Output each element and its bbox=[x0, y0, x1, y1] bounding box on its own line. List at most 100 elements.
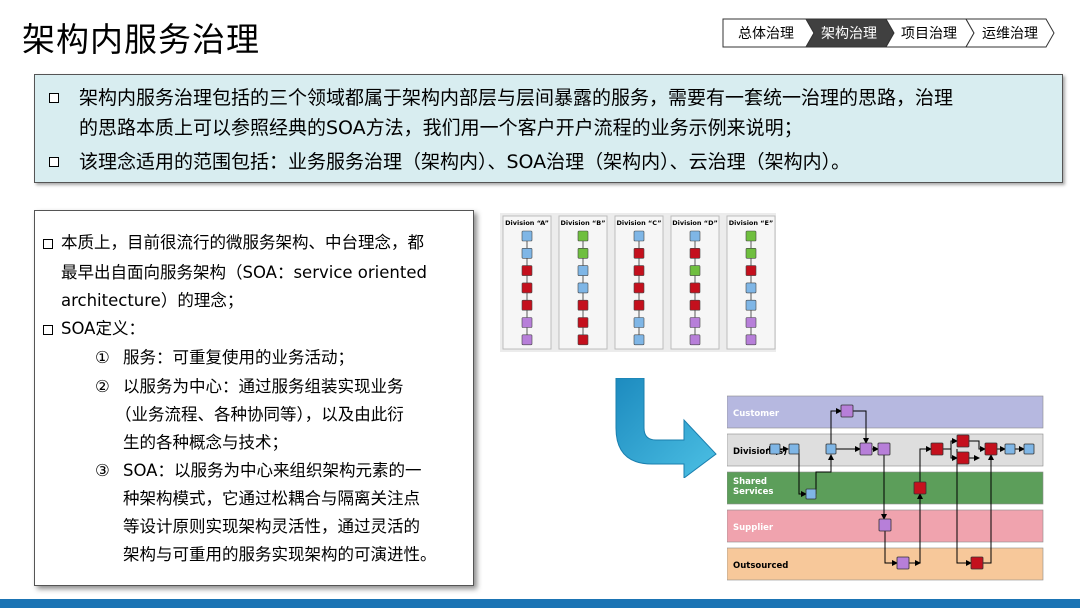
service-node bbox=[930, 442, 944, 456]
service-block bbox=[577, 265, 589, 276]
service-block bbox=[689, 247, 701, 259]
service-block bbox=[521, 282, 533, 294]
service-block bbox=[577, 334, 589, 346]
service-block bbox=[689, 334, 701, 346]
swimlane-label: Outsourced bbox=[733, 561, 788, 571]
service-block bbox=[633, 282, 645, 294]
definition-text: 最早出自面向服务架构（SOA：service oriented bbox=[61, 263, 427, 282]
page-title: 架构内服务治理 bbox=[22, 20, 260, 59]
breadcrumb: 总体治理 架构治理 项目治理 运维治理 bbox=[722, 18, 1055, 48]
division-label: Division “E” bbox=[729, 219, 774, 227]
service-block bbox=[745, 230, 757, 242]
square-bullet-icon bbox=[49, 157, 59, 167]
service-block bbox=[745, 317, 757, 328]
breadcrumb-label-ops: 运维治理 bbox=[982, 26, 1038, 42]
division-column: Division “C” bbox=[614, 215, 664, 350]
service-node bbox=[878, 518, 892, 532]
service-block bbox=[633, 265, 645, 276]
definition-item: SOA：以服务为中心来组织架构元素的一 bbox=[123, 461, 422, 480]
definition-item: 以服务为中心：通过服务组装实现业务 bbox=[123, 377, 404, 396]
transform-arrow-icon bbox=[615, 378, 717, 478]
divisions-diagram: Division “A” Division “B” Division “C” Divi… bbox=[500, 213, 776, 352]
service-block bbox=[633, 317, 645, 328]
item-number: ① bbox=[95, 348, 110, 367]
service-block bbox=[689, 282, 701, 294]
division-column: Division “E” bbox=[726, 215, 776, 350]
service-node bbox=[1023, 443, 1035, 455]
flow-connector bbox=[956, 449, 972, 566]
service-block bbox=[689, 299, 701, 311]
definition-item: 服务：可重复使用的业务活动； bbox=[123, 348, 354, 367]
service-block bbox=[577, 317, 589, 328]
service-block bbox=[745, 282, 757, 294]
division-label: Division “D” bbox=[672, 219, 717, 227]
breadcrumb-label-project: 项目治理 bbox=[901, 26, 957, 42]
division-column: Division “A” bbox=[502, 215, 552, 350]
swimlane-label: Division (s) bbox=[733, 447, 787, 457]
division-label: Division “B” bbox=[560, 219, 605, 227]
breadcrumb-item-architecture[interactable]: 架构治理 bbox=[805, 18, 895, 48]
service-block bbox=[633, 230, 645, 242]
service-node bbox=[956, 434, 970, 448]
flow-connector bbox=[798, 449, 807, 497]
service-block bbox=[689, 317, 701, 328]
service-node bbox=[984, 442, 998, 456]
service-node bbox=[877, 442, 891, 456]
service-block bbox=[633, 334, 645, 346]
intro-box: 架构内服务治理包括的三个领域都属于架构内部层与层间暴露的服务，需要有一套统一治理… bbox=[34, 74, 1063, 183]
swimlane-label: Services bbox=[733, 487, 773, 497]
definition-item: 架构与可重用的服务实现架构的可演进性。 bbox=[123, 545, 437, 564]
flow-connector bbox=[884, 531, 898, 566]
square-bullet-icon bbox=[43, 325, 53, 335]
service-block bbox=[689, 230, 701, 242]
footer-bar bbox=[0, 599, 1080, 608]
definition-item: 种架构模式，它通过松耦合与隔离关注点 bbox=[123, 489, 420, 508]
definition-item: （业务流程、各种协同等），以及由此衍 bbox=[115, 405, 404, 424]
service-block bbox=[633, 247, 645, 259]
service-node bbox=[788, 443, 800, 455]
flow-connector bbox=[969, 440, 986, 452]
intro-text-line: 的思路本质上可以参照经典的SOA方法，我们用一个客户开户流程的业务示例来说明； bbox=[79, 117, 803, 139]
service-block bbox=[577, 247, 589, 259]
service-node bbox=[825, 443, 837, 455]
breadcrumb-label-overall: 总体治理 bbox=[738, 26, 794, 42]
square-bullet-icon bbox=[43, 239, 53, 249]
division-column: Division “D” bbox=[670, 215, 720, 350]
flow-connector bbox=[853, 410, 869, 444]
flow-connector bbox=[943, 438, 958, 450]
swimlane-label: Shared bbox=[733, 477, 767, 487]
service-block bbox=[521, 230, 533, 242]
service-node bbox=[859, 442, 873, 456]
flow-connector bbox=[919, 446, 932, 482]
service-node bbox=[769, 443, 781, 455]
intro-text-line: 该理念适用的范围包括：业务服务治理（架构内）、SOA治理（架构内）、云治理（架构… bbox=[79, 151, 851, 173]
intro-text-line: 架构内服务治理包括的三个领域都属于架构内部层与层间暴露的服务，需要有一套统一治理… bbox=[79, 87, 954, 109]
flow-connector bbox=[983, 454, 994, 564]
division-label: Division “A” bbox=[505, 219, 549, 227]
service-block bbox=[521, 317, 533, 328]
item-number: ② bbox=[95, 377, 110, 396]
service-block bbox=[745, 334, 757, 346]
service-node bbox=[970, 556, 984, 570]
service-block bbox=[577, 230, 589, 242]
breadcrumb-label-architecture: 架构治理 bbox=[821, 26, 877, 42]
service-block bbox=[577, 299, 589, 311]
flow-connector bbox=[830, 408, 842, 444]
soa-definition-box: 本质上，目前很流行的微服务架构、中台理念，都 最早出自面向服务架构（SOA：se… bbox=[34, 210, 474, 586]
service-block bbox=[689, 265, 701, 276]
service-block bbox=[521, 299, 533, 311]
breadcrumb-item-project[interactable]: 项目治理 bbox=[885, 18, 975, 48]
definition-item: 等设计原则实现架构灵活性，通过灵活的 bbox=[123, 517, 420, 536]
flow-connector bbox=[950, 449, 958, 461]
service-block bbox=[577, 282, 589, 294]
service-block bbox=[521, 265, 533, 276]
service-node bbox=[1004, 443, 1016, 455]
breadcrumb-item-ops[interactable]: 运维治理 bbox=[965, 18, 1055, 48]
service-node bbox=[956, 451, 970, 465]
flow-connector bbox=[815, 454, 834, 494]
square-bullet-icon bbox=[49, 93, 59, 103]
breadcrumb-item-overall[interactable]: 总体治理 bbox=[722, 18, 815, 48]
service-block bbox=[521, 334, 533, 346]
